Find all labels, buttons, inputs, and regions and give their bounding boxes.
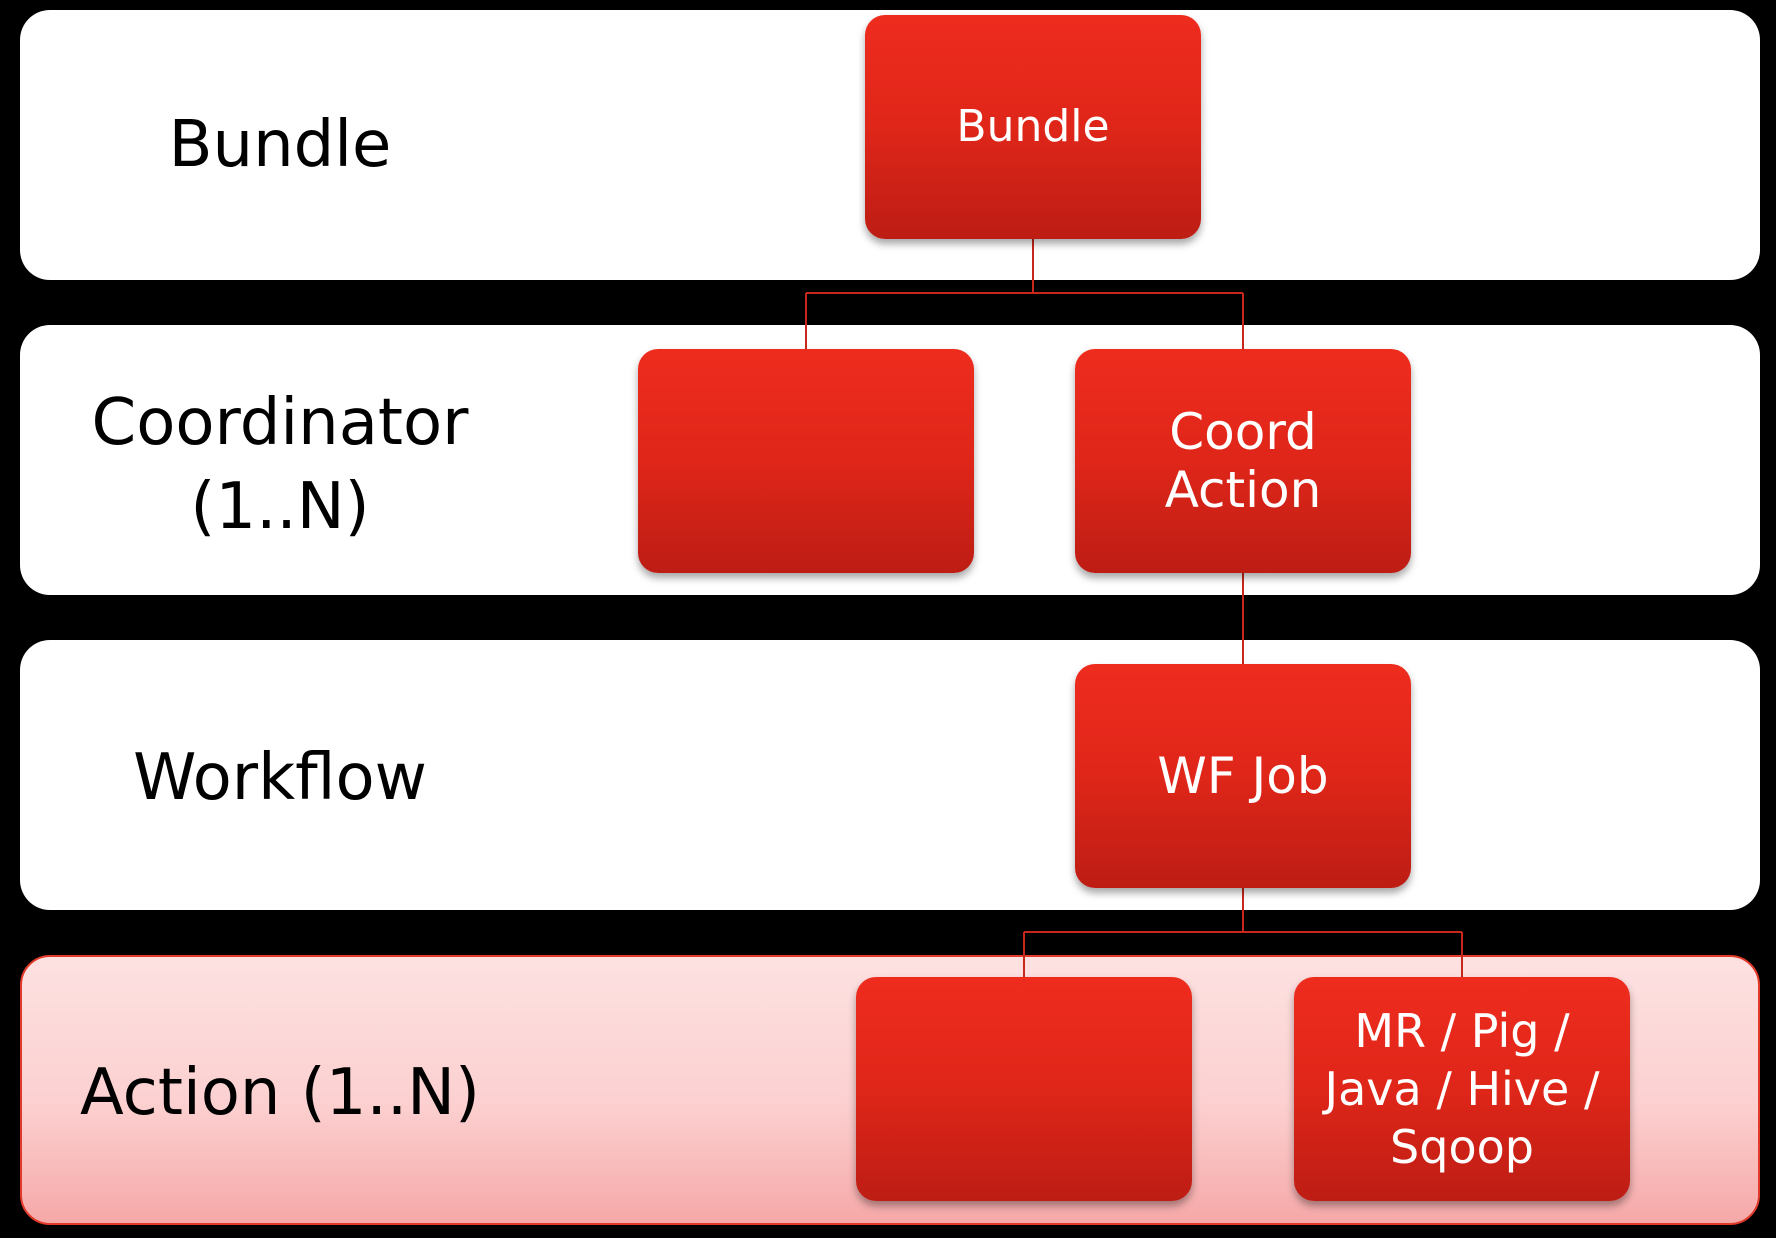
- level-label-workflow: Workflow: [0, 736, 560, 820]
- level-label-line: (1..N): [190, 470, 370, 544]
- wf-job-node: WF Job: [1075, 664, 1411, 888]
- node-label-line: Sqoop: [1390, 1120, 1534, 1174]
- node-label-line: Coord: [1169, 403, 1317, 461]
- level-label-line: Workflow: [133, 741, 427, 815]
- action-node-blank: [856, 977, 1192, 1201]
- action-types-node: MR / Pig / Java / Hive / Sqoop: [1294, 977, 1630, 1201]
- node-label-line: MR / Pig /: [1354, 1004, 1570, 1058]
- coordinator-node-blank: [638, 349, 974, 573]
- node-label-line: Bundle: [956, 101, 1110, 152]
- level-label-action: Action (1..N): [0, 1051, 560, 1135]
- level-label-coordinator: Coordinator (1..N): [0, 381, 560, 549]
- level-label-bundle: Bundle: [0, 103, 560, 187]
- node-label-line: Java / Hive /: [1324, 1062, 1600, 1116]
- level-label-line: Coordinator: [91, 386, 469, 460]
- node-label-line: Action: [1164, 461, 1322, 519]
- node-label-line: WF Job: [1157, 747, 1329, 805]
- bundle-node: Bundle: [865, 15, 1201, 239]
- level-label-line: Action (1..N): [80, 1056, 480, 1130]
- level-label-line: Bundle: [168, 108, 392, 182]
- level-band-workflow: [20, 640, 1760, 910]
- coord-action-node: Coord Action: [1075, 349, 1411, 573]
